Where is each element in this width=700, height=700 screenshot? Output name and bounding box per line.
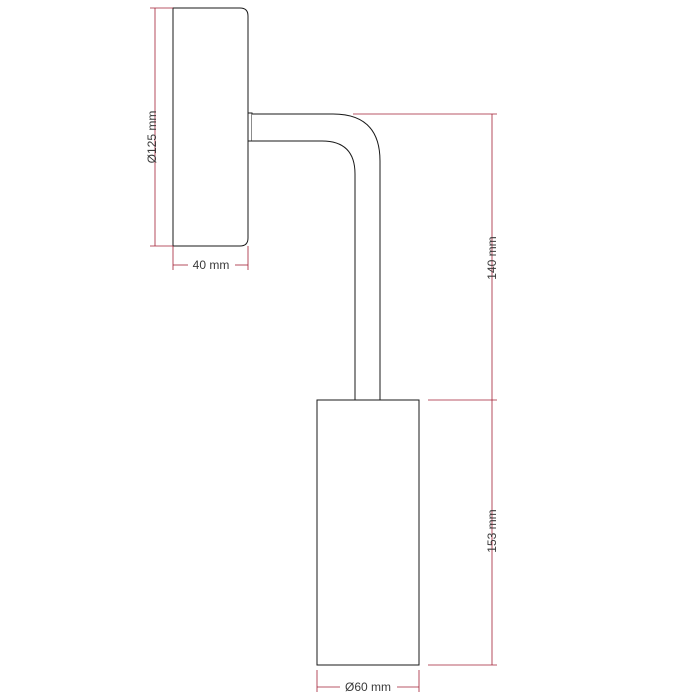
- lamp-outline: [172, 7, 420, 666]
- wall-base-plate: [172, 7, 249, 247]
- label-arm-height: 140 mm: [485, 236, 499, 279]
- label-shade-diameter: Ø60 mm: [345, 680, 391, 694]
- dimension-labels: Ø125 mm 40 mm 140 mm 153 mm Ø60 mm: [145, 111, 499, 694]
- dimension-lines: [150, 7, 497, 692]
- lamp-shade: [316, 399, 420, 666]
- bent-arm: [252, 113, 381, 401]
- label-base-diameter: Ø125 mm: [145, 111, 159, 164]
- label-shade-height: 153 mm: [485, 509, 499, 552]
- arm-connector: [247, 112, 253, 142]
- label-base-depth: 40 mm: [193, 258, 230, 272]
